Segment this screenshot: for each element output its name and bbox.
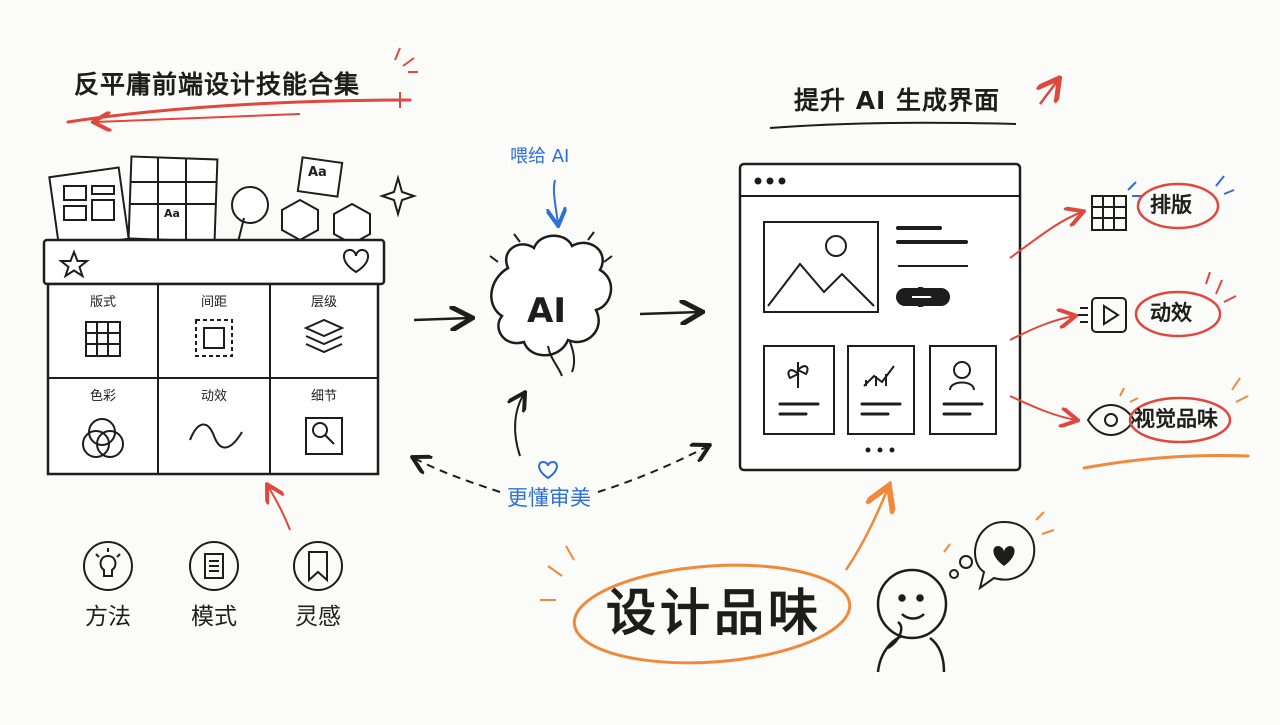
aa-glyph: Aa — [308, 165, 327, 180]
feed-ai-label: 喂给 AI — [510, 146, 570, 167]
grid-layout-icon — [85, 321, 121, 357]
taste-sparks — [540, 545, 575, 601]
toolbox-papers — [48, 155, 371, 250]
right-title-underline — [769, 121, 1017, 129]
document-icon — [189, 541, 239, 591]
aesthetic-label: 更懂审美 — [507, 486, 591, 510]
sparkle-marks — [392, 47, 418, 108]
grid-icon — [1091, 195, 1127, 231]
left-title-underline — [66, 98, 412, 124]
browser-card — [763, 345, 997, 435]
lightbulb-icon — [83, 541, 133, 591]
brain-rays — [489, 231, 613, 263]
arrow-ai-to-browser — [639, 312, 700, 314]
play-icon — [1078, 297, 1127, 333]
color-circles-icon — [82, 418, 124, 458]
brain-cloud — [490, 234, 613, 357]
brain-stem — [547, 341, 576, 377]
arrow-aesthetic-up — [515, 394, 524, 457]
card-lines — [778, 402, 984, 416]
output-label-typography: 排版 — [1150, 193, 1192, 217]
right-title: 提升 AI 生成界面 — [794, 86, 1001, 115]
feed-arrow — [554, 179, 558, 224]
thought-heart-icon — [993, 546, 1015, 566]
thinking-person — [876, 568, 948, 673]
star-icon — [58, 249, 90, 279]
plant-icon — [787, 362, 809, 388]
output-pill-1 — [1136, 182, 1220, 230]
aa-glyph-small: Aa — [164, 207, 180, 220]
cell-label-hierarchy: 层级 — [310, 295, 337, 310]
taste-ellipse — [572, 563, 852, 665]
pagination-dots — [865, 447, 895, 453]
detail-magnifier-icon — [305, 417, 343, 455]
eye-icon — [1086, 404, 1136, 436]
chart-icon — [863, 365, 895, 387]
arrow-toolbox-to-ai — [413, 318, 470, 320]
taste-arrow — [844, 488, 888, 571]
heart-icon — [343, 248, 369, 274]
sparkle-icon — [378, 174, 418, 218]
brain-ai-label: AI — [527, 291, 566, 331]
left-title: 反平庸前端设计技能合集 — [74, 70, 361, 99]
spacing-icon — [195, 319, 233, 357]
right-title-arrow — [1040, 80, 1058, 105]
output-pill-2 — [1134, 290, 1222, 338]
bottom-label-inspiration: 灵感 — [295, 604, 341, 630]
output-pill-3 — [1128, 396, 1232, 444]
thought-bubbles — [949, 520, 1036, 591]
toolbox-lid — [42, 238, 386, 286]
cell-label-layout: 版式 — [89, 295, 116, 310]
window-dots — [754, 177, 786, 185]
taste-label: 设计品味 — [606, 584, 822, 642]
dashed-arrow-right — [597, 446, 708, 493]
text-lines — [896, 226, 968, 244]
bookmark-icon — [293, 541, 343, 591]
cell-label-spacing: 间距 — [200, 295, 227, 310]
grid-accent — [1127, 181, 1142, 197]
orange-underline — [1082, 454, 1250, 470]
output-label-motion: 动效 — [1150, 301, 1192, 325]
cell-label-motion: 动效 — [200, 389, 227, 404]
person-sparks — [943, 511, 1055, 553]
user-icon — [949, 361, 975, 391]
layers-icon — [303, 318, 345, 354]
up-arrow-to-toolbox — [268, 486, 291, 531]
cell-label-color: 色彩 — [89, 389, 116, 404]
output-label-visual-taste: 视觉品味 — [1134, 407, 1218, 431]
small-heart-icon — [538, 460, 558, 480]
motion-wave-icon — [189, 423, 243, 449]
dashed-arrow-left — [414, 458, 501, 493]
left-title-arrow — [95, 114, 301, 122]
bottom-label-method: 方法 — [85, 604, 131, 630]
cell-label-detail: 细节 — [310, 389, 337, 404]
image-placeholder-icon — [763, 221, 879, 313]
bottom-label-pattern: 模式 — [191, 604, 237, 630]
